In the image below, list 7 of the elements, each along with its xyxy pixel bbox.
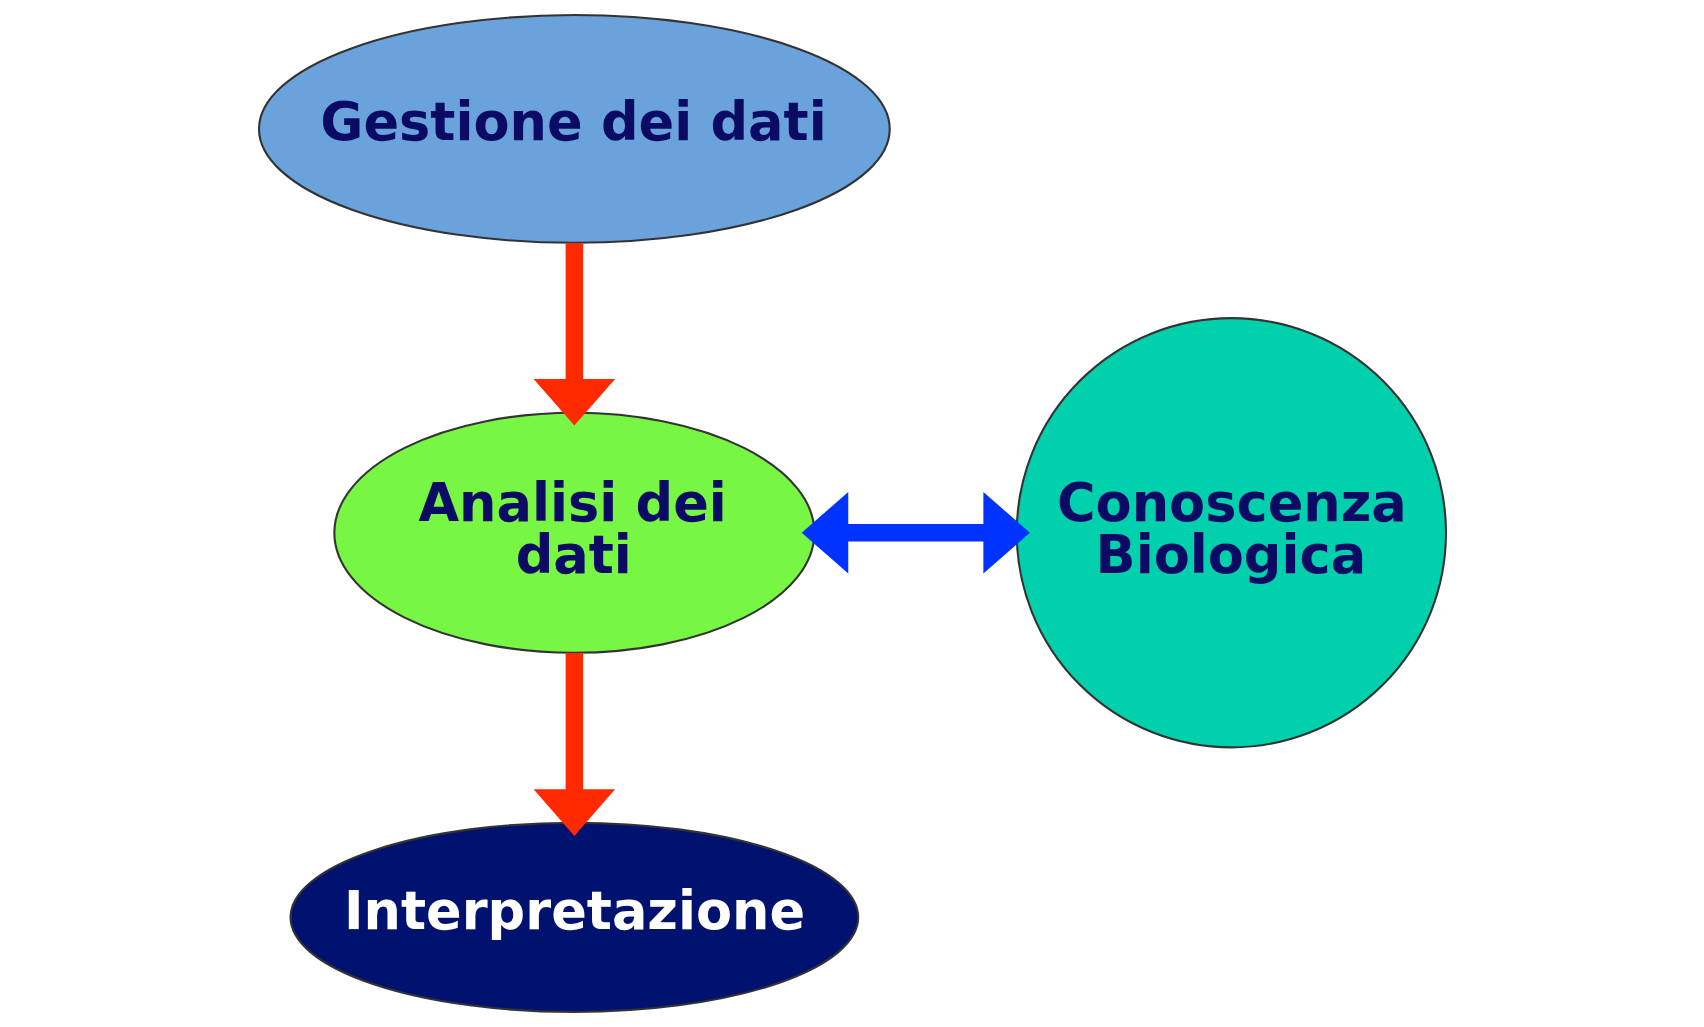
node-circle: Conoscenza Biologica [1015, 317, 1447, 749]
arrow [801, 492, 1030, 574]
arrow [533, 243, 615, 426]
arrow [533, 653, 615, 836]
node-ellipse: Gestione dei dati [257, 14, 891, 244]
node-ellipse: Analisi dei dati [332, 411, 815, 654]
node-ellipse: Interpretazione [289, 821, 859, 1013]
